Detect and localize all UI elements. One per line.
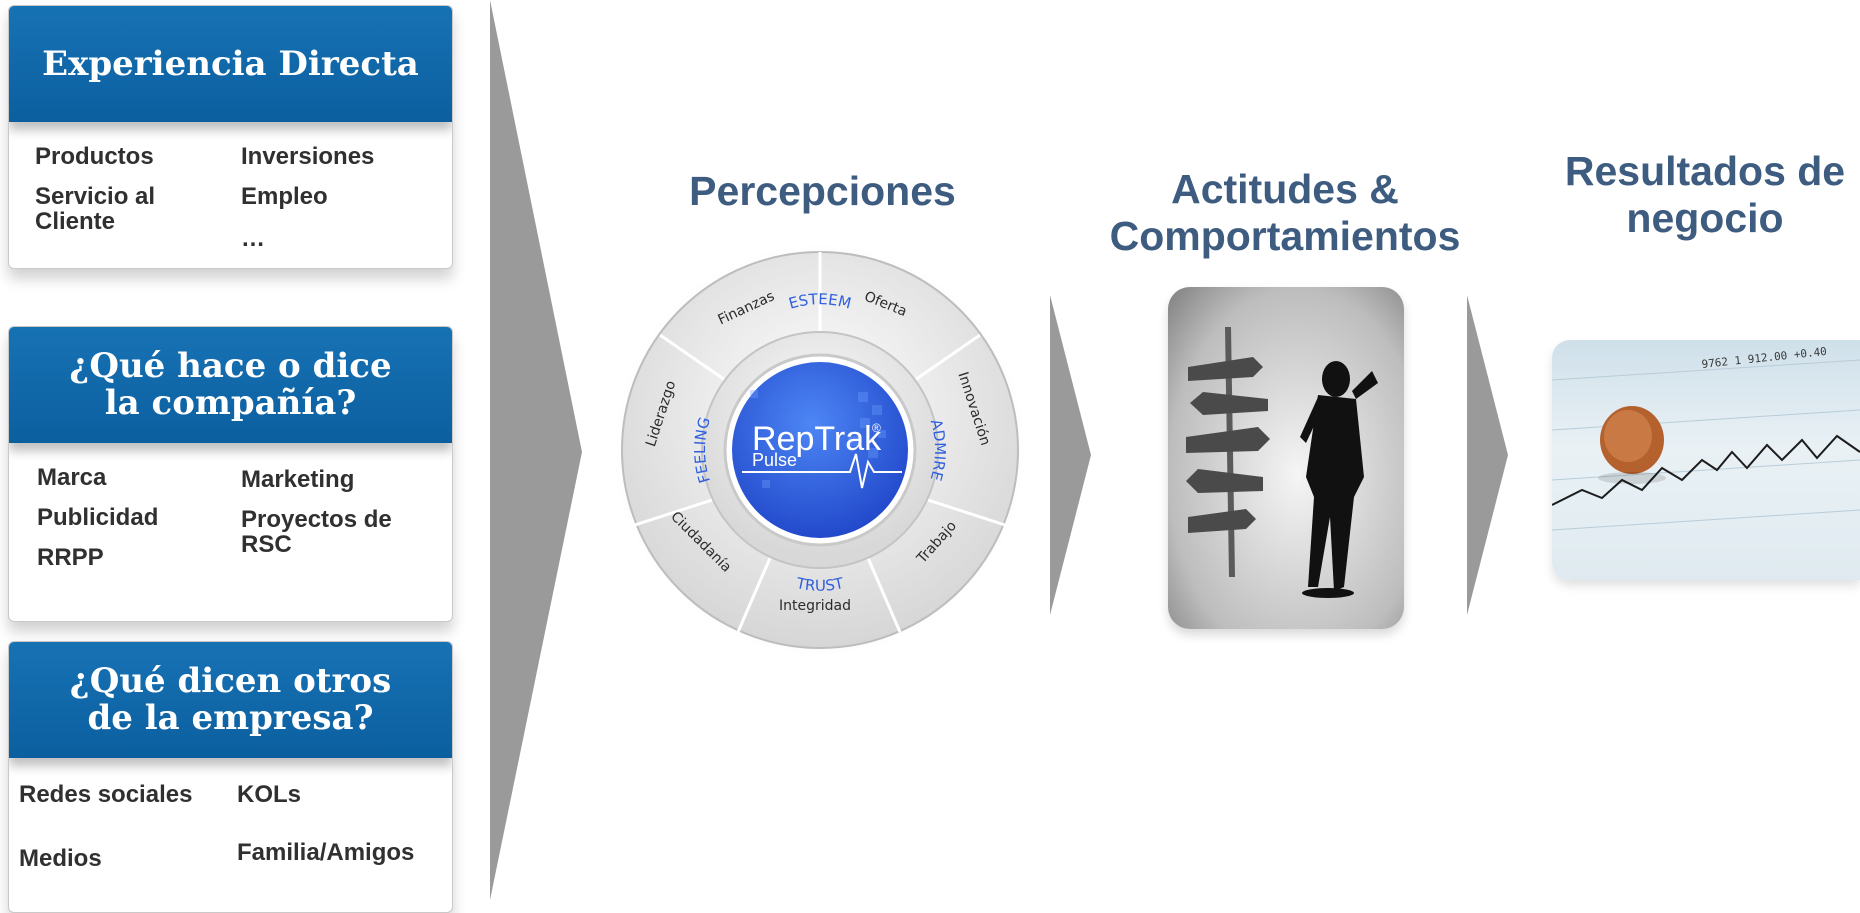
wheel-label-trust: TRUST	[794, 574, 846, 595]
svg-text:TRUST: TRUST	[794, 574, 846, 595]
list-item: Medios	[19, 845, 102, 872]
svg-text:ESTEEM: ESTEEM	[787, 290, 853, 313]
wheel-registered: ®	[872, 421, 881, 435]
list-item: RRPP	[37, 544, 104, 571]
stage-title-perceptions: Percepciones	[689, 168, 956, 214]
card-header: Experiencia Directa	[9, 6, 452, 122]
list-item: Servicio al Cliente	[35, 183, 156, 235]
reptrak-wheel: RepTrak ® Pulse ESTEEM ADMIRE TRUST FEEL…	[612, 242, 1028, 658]
card-direct-experience: Experiencia Directa Productos Servicio a…	[8, 5, 453, 269]
stage-title-attitudes: Actitudes & Comportamientos	[1109, 166, 1461, 259]
wheel-label-integridad: Integridad	[779, 598, 851, 614]
list-item: Familia/Amigos	[237, 839, 415, 866]
list-item: Marca	[37, 464, 107, 491]
list-item: Proyectos de RSC	[241, 506, 392, 558]
list-item: Redes sociales	[19, 781, 193, 808]
list-item: Empleo	[241, 183, 328, 210]
list-item: Publicidad	[37, 504, 159, 531]
wheel-label-esteem: ESTEEM	[787, 290, 853, 313]
big-arrow-icon	[490, 0, 582, 900]
arrow-icon	[1050, 295, 1091, 615]
card-header: ¿Qué dicen otros de la empresa?	[9, 642, 452, 758]
wheel-label-feeling: FEELING	[691, 415, 714, 485]
stage-title-results: Resultados de negocio	[1564, 148, 1846, 241]
card-title: ¿Qué hace o dice la compañía?	[69, 346, 392, 423]
list-item: Marketing	[241, 466, 355, 493]
ticker-text: 9762 1 912.00 +0.40	[1701, 345, 1828, 371]
card-company-says: ¿Qué hace o dice la compañía? Marca Publ…	[8, 326, 453, 622]
card-others-say: ¿Qué dicen otros de la empresa? Redes so…	[8, 641, 453, 913]
list-item: KOLs	[237, 781, 302, 808]
arrow-icon	[1467, 295, 1508, 615]
list-item: …	[241, 225, 265, 252]
wheel-sub: Pulse	[752, 450, 797, 470]
card-header: ¿Qué hace o dice la compañía?	[9, 327, 452, 443]
wheel-label-admire: ADMIRE	[927, 417, 949, 483]
attitudes-photo	[1168, 287, 1404, 629]
svg-text:FEELING: FEELING	[691, 415, 714, 485]
svg-text:ADMIRE: ADMIRE	[927, 417, 949, 483]
card-title: Experiencia Directa	[42, 44, 419, 84]
wheel-brand: RepTrak	[752, 420, 882, 458]
list-item: Inversiones	[241, 143, 375, 170]
list-item: Productos	[35, 143, 154, 170]
results-photo: 9762 1 912.00 +0.40	[1552, 340, 1860, 580]
card-title: ¿Qué dicen otros de la empresa?	[69, 661, 392, 738]
